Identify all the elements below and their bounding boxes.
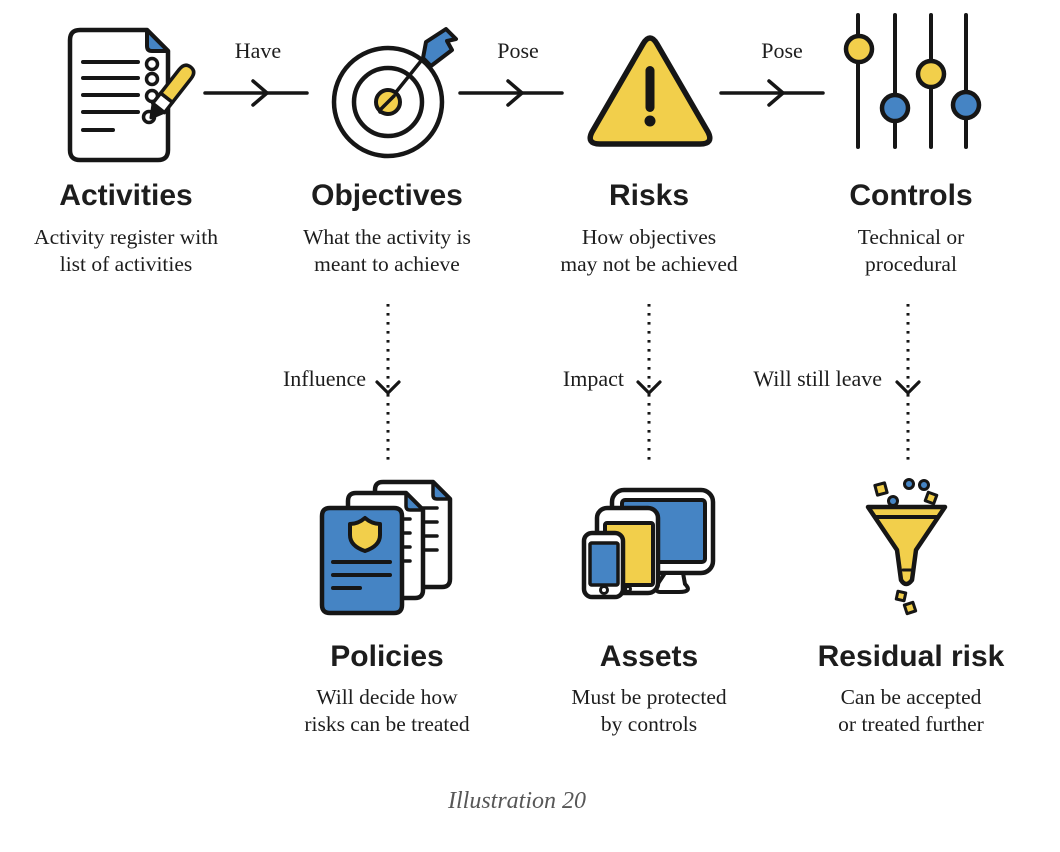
desc-line: Activity register with (34, 225, 218, 249)
dotted-arrow-down-influence (375, 304, 401, 461)
node-title-objectives: Objectives (311, 179, 463, 212)
sliders-icon (843, 13, 982, 149)
desc-line: list of activities (59, 252, 193, 276)
desc-line: Must be protected (571, 685, 727, 709)
arrow-label-influence: Influence (282, 366, 366, 391)
dotted-arrow-down-will-still-leave (895, 304, 921, 461)
arrow-label-have: Have (234, 38, 282, 63)
desc-line: or treated further (838, 712, 984, 736)
arrow-label-will-still-leave: Will still leave (753, 366, 882, 391)
policy-documents-icon (319, 479, 453, 616)
node-desc-risks: How objectives may not be achieved (529, 224, 769, 278)
node-desc-activities: Activity register with list of activitie… (6, 224, 246, 278)
node-desc-policies: Will decide how risks can be treated (267, 684, 507, 738)
devices-icon (581, 487, 716, 600)
desc-line: risks can be treated (304, 712, 470, 736)
node-desc-assets: Must be protected by controls (529, 684, 769, 738)
node-desc-objectives: What the activity is meant to achieve (267, 224, 507, 278)
desc-line: may not be achieved (560, 252, 738, 276)
node-title-activities: Activities (59, 179, 193, 212)
checklist-pencil-icon (67, 27, 196, 163)
node-title-policies: Policies (330, 640, 444, 673)
desc-line: Will decide how (316, 685, 458, 709)
node-title-controls: Controls (849, 179, 973, 212)
arrow-label-impact: Impact (562, 366, 624, 391)
node-title-risks: Risks (608, 179, 690, 212)
illustration-caption: Illustration 20 (447, 788, 586, 814)
arrow-right-have (203, 79, 309, 107)
arrow-right-pose-2 (719, 79, 825, 107)
node-title-assets: Assets (599, 640, 699, 673)
funnel-icon (865, 478, 948, 616)
desc-line: procedural (865, 252, 957, 276)
warning-triangle-icon (587, 35, 713, 147)
desc-line: by controls (600, 712, 698, 736)
desc-line: How objectives (581, 225, 717, 249)
arrow-label-pose-2: Pose (761, 38, 803, 63)
arrow-right-pose-1 (458, 79, 564, 107)
node-desc-controls: Technical or procedural (791, 224, 1031, 278)
desc-line: What the activity is (303, 225, 471, 249)
desc-line: Can be accepted (840, 685, 982, 709)
node-title-residual-risk: Residual risk (817, 640, 1005, 673)
dotted-arrow-down-impact (636, 304, 662, 461)
desc-line: meant to achieve (314, 252, 460, 276)
node-desc-residual-risk: Can be accepted or treated further (791, 684, 1031, 738)
target-arrow-icon (331, 27, 458, 159)
desc-line: Technical or (857, 225, 965, 249)
arrow-label-pose-1: Pose (497, 38, 539, 63)
